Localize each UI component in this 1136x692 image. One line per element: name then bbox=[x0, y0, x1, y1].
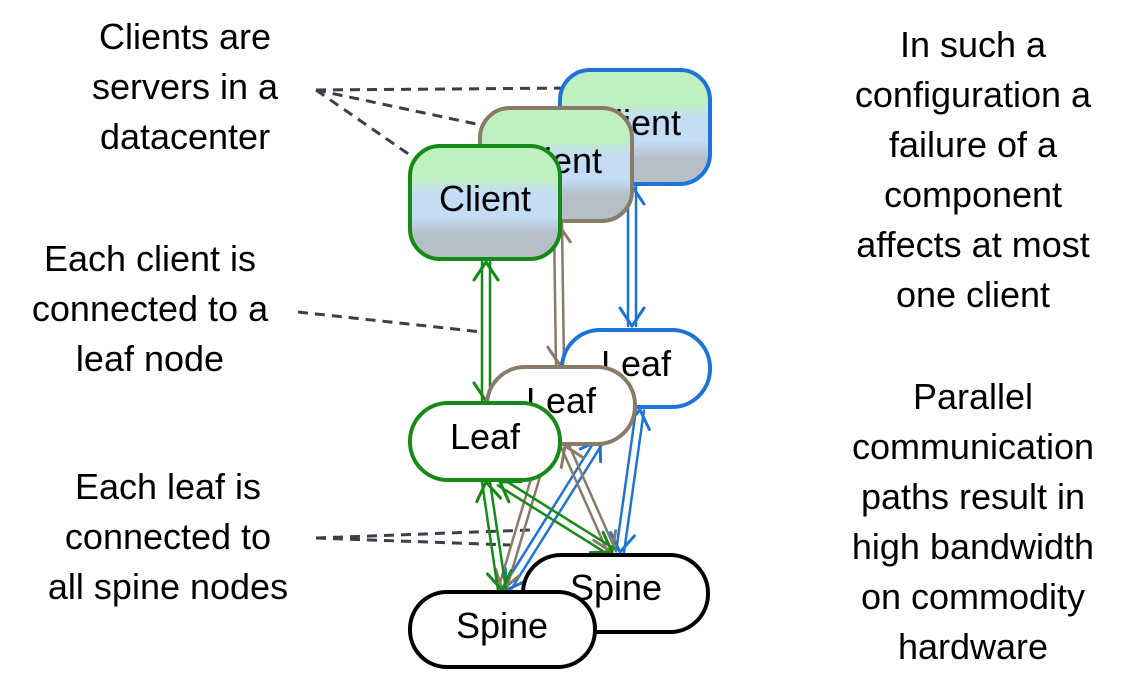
annotation-client-leaf: Each client is connected to a leaf node bbox=[2, 234, 298, 384]
annotation-failure: In such a configuration a failure of a c… bbox=[820, 20, 1126, 320]
link-arrow-brown-6 bbox=[559, 443, 618, 555]
annotation-leaf-spine-line-1: Each leaf is bbox=[74, 466, 262, 507]
spine-node-front[interactable]: Spine bbox=[408, 590, 597, 669]
annotation-clients: Clients are servers in a datacenter bbox=[50, 12, 320, 162]
callout-leaf-spine-1 bbox=[315, 528, 531, 540]
annotation-failure-line-5: affects at most bbox=[856, 224, 1090, 265]
leaf-node-green[interactable]: Leaf bbox=[408, 401, 562, 482]
annotation-parallel-line-2: communication bbox=[851, 426, 1095, 467]
callout-clients-3 bbox=[315, 88, 421, 164]
link-arrow-green-3 bbox=[472, 260, 500, 403]
spine-label-front: Spine bbox=[456, 605, 548, 646]
annotation-parallel-line-3: paths result in bbox=[860, 476, 1086, 517]
leaf-label-green: Leaf bbox=[450, 416, 521, 457]
callout-lines bbox=[297, 86, 576, 547]
annotation-leaf-spine-line-2: connected to bbox=[64, 516, 272, 557]
callout-clients-2 bbox=[315, 88, 496, 130]
annotation-parallel: Parallel communication paths result in h… bbox=[820, 372, 1126, 672]
annotation-leaf-spine-line-3: all spine nodes bbox=[47, 566, 289, 607]
annotation-parallel-line-5: on commodity bbox=[860, 576, 1086, 617]
annotation-parallel-line-4: high bandwidth bbox=[851, 526, 1095, 567]
annotation-failure-line-3: failure of a bbox=[888, 124, 1058, 165]
callout-client-leaf bbox=[297, 310, 483, 334]
annotation-failure-line-2: configuration a bbox=[854, 74, 1092, 115]
annotation-parallel-line-1: Parallel bbox=[912, 376, 1034, 417]
annotation-client-leaf-line-3: leaf node bbox=[75, 338, 225, 379]
annotation-client-leaf-line-2: connected to a bbox=[31, 288, 269, 329]
link-arrow-green-8 bbox=[475, 480, 513, 592]
client-node-green[interactable]: Client bbox=[408, 144, 562, 261]
link-arrow-green-9 bbox=[496, 477, 616, 557]
annotation-failure-line-4: component bbox=[883, 174, 1063, 215]
annotation-failure-line-6: one client bbox=[895, 274, 1051, 315]
annotation-leaf-spine: Each leaf is connected to all spine node… bbox=[20, 462, 316, 612]
annotation-failure-line-1: In such a bbox=[899, 24, 1047, 65]
annotation-clients-line-1: Clients are bbox=[98, 16, 272, 57]
callout-leaf-spine-2 bbox=[315, 536, 511, 547]
annotation-clients-line-3: datacenter bbox=[99, 116, 271, 157]
annotation-clients-line-2: servers in a bbox=[91, 66, 279, 107]
annotation-client-leaf-line-1: Each client is bbox=[43, 238, 257, 279]
callout-clients-1 bbox=[315, 86, 576, 92]
client-label-green: Client bbox=[439, 178, 531, 219]
annotation-parallel-line-6: hardware bbox=[897, 626, 1049, 667]
